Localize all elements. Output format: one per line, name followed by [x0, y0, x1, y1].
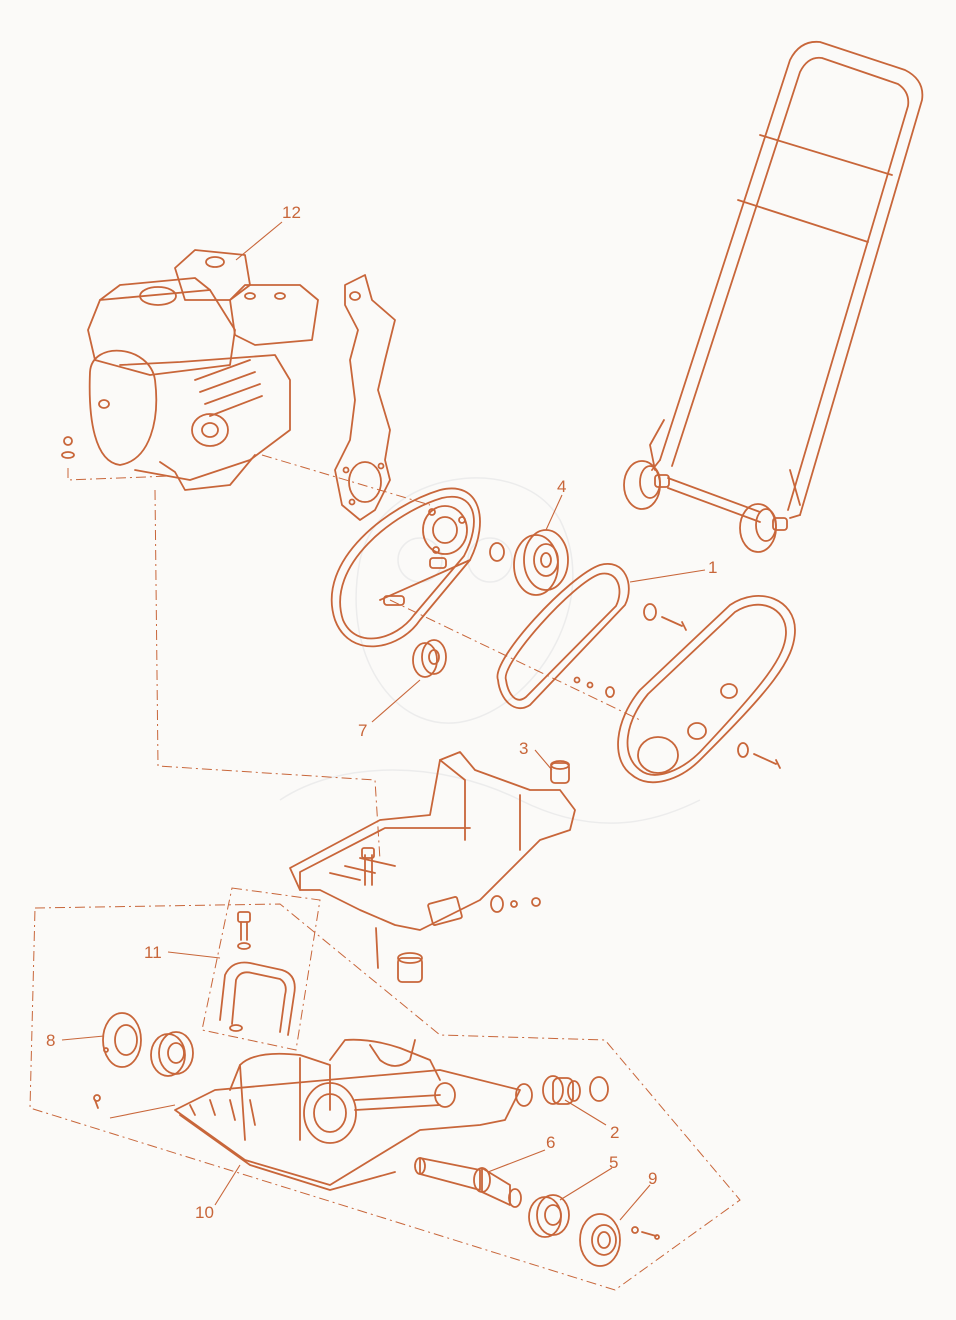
callout-9: 9 [648, 1169, 657, 1188]
clutch-pulley [489, 529, 569, 596]
exciter-end-parts [515, 1075, 609, 1107]
callout-5: 5 [609, 1153, 618, 1172]
callout-11: 11 [144, 943, 162, 962]
callout-7: 7 [358, 721, 367, 740]
engine-mount-frame [154, 489, 576, 931]
base-plate [93, 1038, 521, 1191]
lifting-handle [201, 887, 321, 1051]
eccentric-shaft [414, 1157, 522, 1208]
bearing-left [150, 1031, 194, 1077]
shaft-axis-line [261, 454, 431, 506]
idler-pulley [383, 595, 447, 678]
outer-belt-cover [617, 595, 796, 784]
bearing-cover-left [102, 1012, 142, 1068]
v-belt [496, 562, 630, 710]
callout-1: 1 [708, 558, 717, 577]
bearing-cover-right [579, 1213, 660, 1267]
baseplate-group-outline [29, 903, 741, 1291]
rubber-mount [375, 927, 423, 983]
bushing [550, 760, 570, 784]
inner-belt-guard [330, 487, 481, 648]
engine [87, 249, 319, 491]
engine-mount-bolt [61, 436, 171, 481]
callout-10: 10 [195, 1203, 214, 1222]
leader-lines [61, 221, 706, 1221]
frame-fasteners [490, 895, 541, 913]
callout-12: 12 [282, 203, 301, 222]
callout-4: 4 [557, 477, 566, 496]
bearing-right [528, 1194, 570, 1238]
handle-assembly [623, 40, 924, 553]
callout-2: 2 [610, 1123, 619, 1142]
callout-3: 3 [519, 739, 528, 758]
watermark-mascot [279, 477, 701, 824]
cover-fasteners [389, 599, 781, 769]
callout-8: 8 [46, 1031, 55, 1050]
callout-labels: 12 4 1 7 3 11 8 2 6 5 9 10 [46, 203, 717, 1222]
belt-guard-bracket [334, 274, 396, 521]
callout-6: 6 [546, 1133, 555, 1152]
